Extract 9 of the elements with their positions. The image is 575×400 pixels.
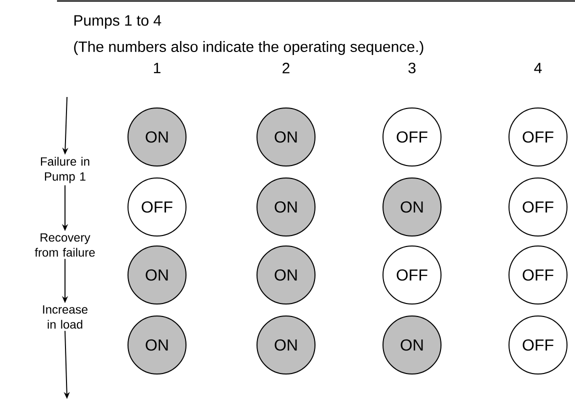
step-label: Recovery from failure <box>34 233 95 257</box>
column-number: 3 <box>408 62 416 74</box>
heading: Pumps 1 to 4 <box>74 15 162 29</box>
step-label: Failure in Pump 1 <box>40 156 90 184</box>
column-number: 2 <box>282 62 290 74</box>
column-number: 1 <box>154 62 160 74</box>
column-number: 4 <box>534 62 542 74</box>
note: (The numbers also indicate the operating sequence.) <box>74 41 424 55</box>
step-label: Increase in load <box>43 305 88 329</box>
